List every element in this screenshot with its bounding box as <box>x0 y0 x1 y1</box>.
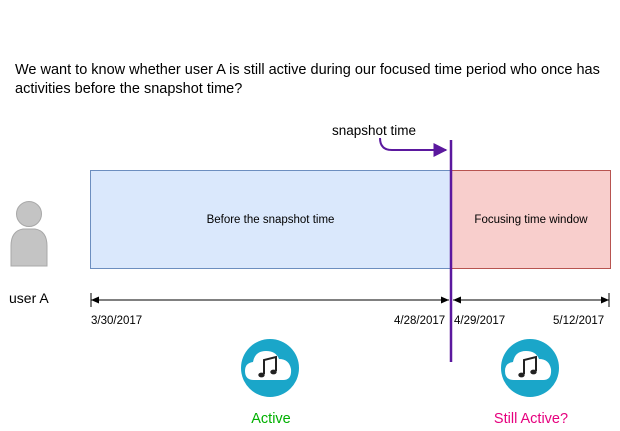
question-text: We want to know whether user A is still … <box>15 62 600 97</box>
before-snapshot-label: Before the snapshot time <box>206 213 335 226</box>
music-cloud-icon <box>241 339 299 397</box>
date-window-start: 4/29/2017 <box>454 315 506 327</box>
focusing-window-box: Focusing time window <box>451 170 611 269</box>
user-label: user A <box>9 290 49 306</box>
timeline-focus-arrow <box>453 293 610 307</box>
status-still-active: Still Active? <box>493 411 569 427</box>
snapshot-arrow <box>379 137 448 157</box>
status-active: Active <box>251 411 291 427</box>
date-window-end: 5/12/2017 <box>553 315 605 327</box>
focusing-window-label: Focusing time window <box>474 213 588 226</box>
date-snapshot-end: 4/28/2017 <box>394 315 446 327</box>
user-silhouette-icon <box>10 201 48 267</box>
snapshot-time-label: snapshot time <box>332 123 417 138</box>
date-start: 3/30/2017 <box>91 315 143 327</box>
music-cloud-icon <box>501 339 559 397</box>
before-snapshot-box: Before the snapshot time <box>90 170 451 269</box>
timeline-before-arrow <box>90 293 449 307</box>
